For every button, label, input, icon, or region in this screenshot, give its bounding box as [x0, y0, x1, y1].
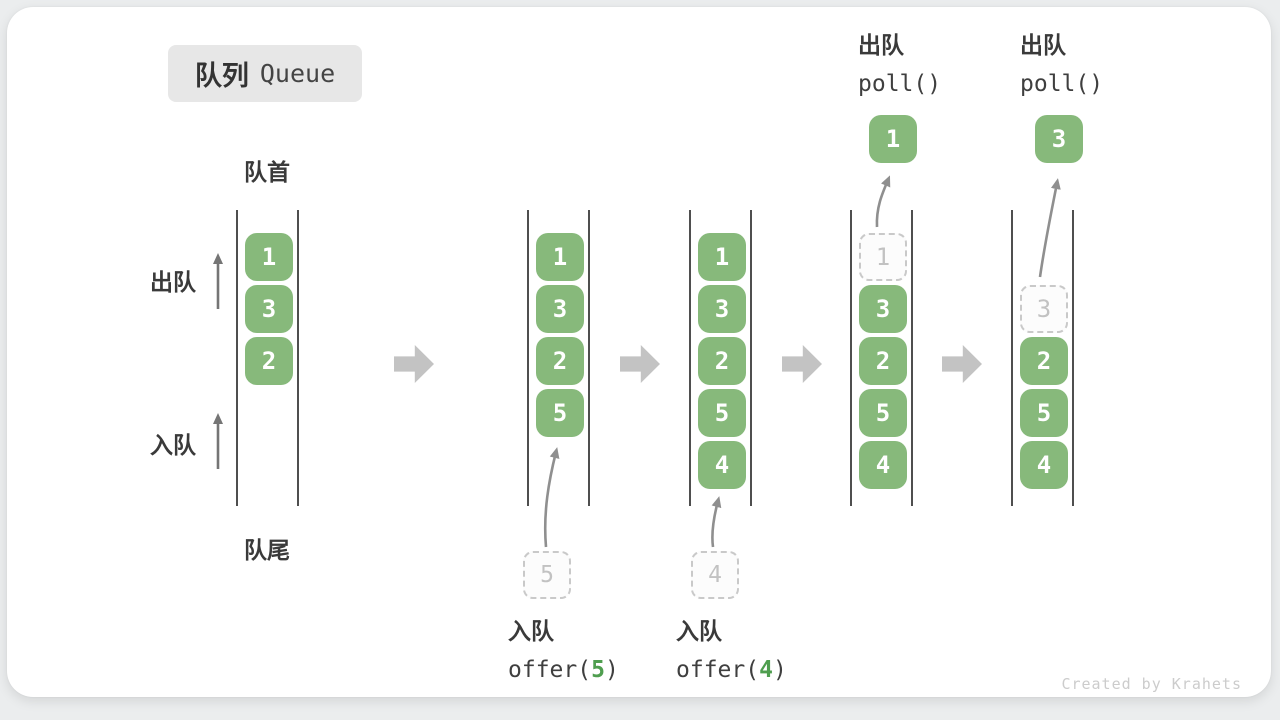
queue-slot-filled: 4 — [1020, 441, 1068, 489]
polled-value-box: 3 — [1035, 115, 1083, 163]
code-value: 4 — [759, 657, 773, 683]
queue-slot-filled: 2 — [698, 337, 746, 385]
queue-rear-label: 队尾 — [244, 537, 290, 563]
queue-slot-ghost: 1 — [859, 233, 907, 281]
enqueue-caption-label: 入队 — [508, 618, 554, 644]
queue-slot-filled: 2 — [859, 337, 907, 385]
queue-slot-filled: 1 — [698, 233, 746, 281]
code-value: 5 — [591, 657, 605, 683]
queue-slot-filled: 3 — [536, 285, 584, 333]
dequeue-caption-label: 出队 — [858, 32, 904, 58]
watermark: Created by Krahets — [1061, 675, 1242, 693]
queue-slot-filled: 3 — [859, 285, 907, 333]
queue-slot-ghost: 3 — [1020, 285, 1068, 333]
title-zh: 队列 — [194, 61, 249, 91]
dequeue-caption-label: 出队 — [1020, 32, 1066, 58]
queue-slot-filled: 2 — [536, 337, 584, 385]
incoming-value-box: 5 — [523, 551, 571, 599]
queue-slot-filled: 1 — [536, 233, 584, 281]
queue-slot-filled: 5 — [859, 389, 907, 437]
queue-slot-filled: 5 — [698, 389, 746, 437]
diagram-card — [7, 7, 1271, 697]
queue-slot-filled: 3 — [245, 285, 293, 333]
code-prefix: offer( — [508, 657, 592, 683]
polled-value-box: 1 — [869, 115, 917, 163]
code-prefix: offer( — [676, 657, 760, 683]
dequeue-caption-code: poll() — [1020, 71, 1104, 97]
queue-slot-filled: 2 — [245, 337, 293, 385]
enqueue-caption-2: 入队 offer(4) — [676, 612, 787, 683]
queue-slot-filled: 1 — [245, 233, 293, 281]
queue-slot-filled: 5 — [536, 389, 584, 437]
code-suffix: ) — [604, 657, 619, 683]
enqueue-caption-code: offer(5) — [508, 657, 619, 683]
dequeue-caption-2: 出队 poll() — [1020, 26, 1103, 97]
queue-slot-filled: 4 — [698, 441, 746, 489]
queue-slot-filled: 5 — [1020, 389, 1068, 437]
enqueue-caption-1: 入队 offer(5) — [508, 612, 619, 683]
queue-slot-filled: 3 — [698, 285, 746, 333]
title-en: Queue — [259, 59, 336, 88]
title-badge: 队列 Queue — [168, 45, 362, 102]
dequeue-side-label: 出队 — [150, 269, 196, 295]
incoming-value-box: 4 — [691, 551, 739, 599]
dequeue-caption-1: 出队 poll() — [858, 26, 941, 97]
queue-slot-filled: 2 — [1020, 337, 1068, 385]
dequeue-caption-code: poll() — [858, 71, 942, 97]
enqueue-side-label: 入队 — [150, 432, 196, 458]
code-suffix: ) — [772, 657, 787, 683]
enqueue-caption-label: 入队 — [676, 618, 722, 644]
queue-front-label: 队首 — [244, 159, 290, 185]
enqueue-caption-code: offer(4) — [676, 657, 787, 683]
queue-slot-filled: 4 — [859, 441, 907, 489]
